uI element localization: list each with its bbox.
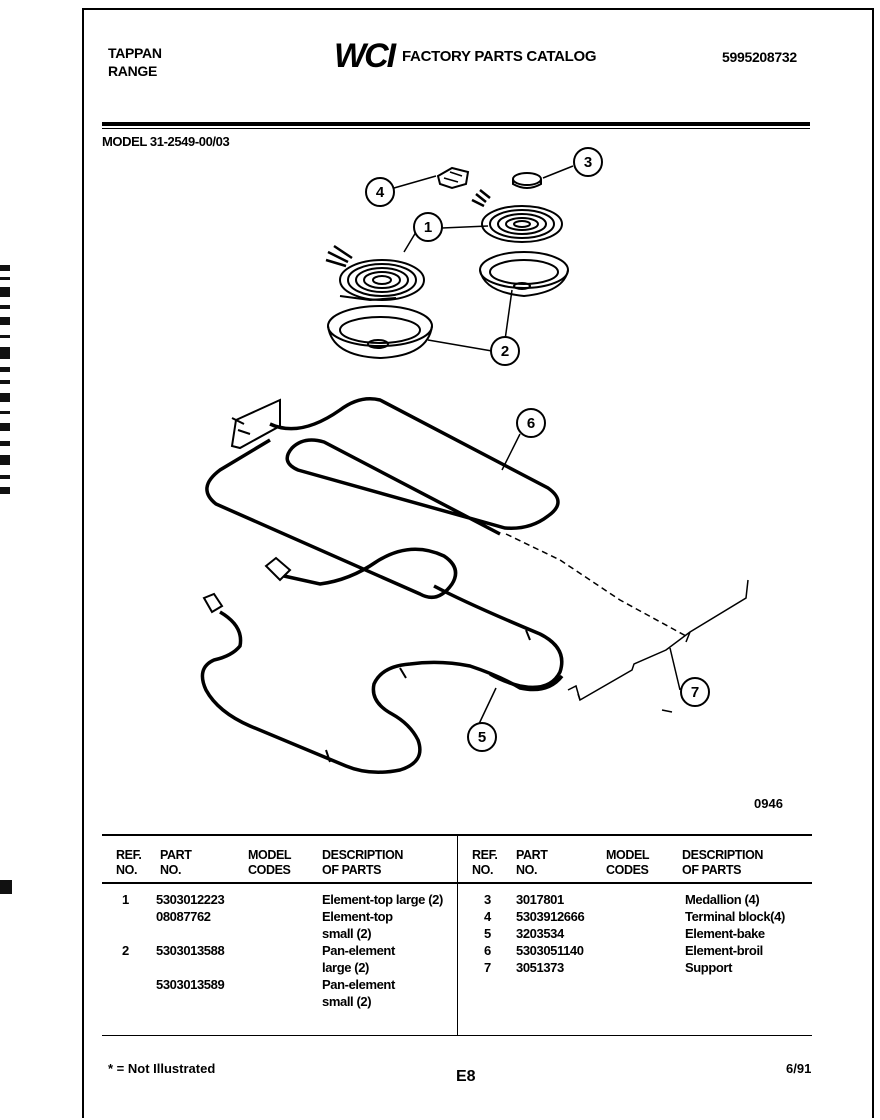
header-rule-thin [102, 128, 810, 129]
row-desc: Element-top large (2) [322, 892, 443, 907]
svg-text:6: 6 [527, 415, 535, 432]
catalog-date: 6/91 [786, 1061, 812, 1076]
row-ref: 6 [484, 943, 491, 958]
top-element-small-drawing [325, 244, 425, 302]
row-desc: small (2) [322, 994, 372, 1009]
brand-block: TAPPAN RANGE [108, 44, 162, 80]
svg-text:3: 3 [584, 154, 592, 171]
row-ref: 5 [484, 926, 491, 941]
diagram-code: 0946 [754, 796, 783, 811]
callout-6: 6 [516, 408, 546, 438]
exploded-parts-diagram: 4 3 1 2 6 7 5 [200, 147, 749, 774]
row-part: 5303013588 [156, 943, 225, 958]
scan-artifact [0, 265, 10, 505]
header-rule [102, 122, 810, 126]
row-desc: small (2) [322, 926, 372, 941]
row-part: 3017801 [516, 892, 564, 907]
row-ref: 3 [484, 892, 491, 907]
row-ref: 7 [484, 960, 491, 975]
pan-element-right-drawing [479, 251, 569, 298]
top-element-large-drawing [471, 189, 563, 243]
row-ref: 4 [484, 909, 491, 924]
svg-text:4: 4 [376, 184, 385, 201]
row-desc: Terminal block(4) [685, 909, 785, 924]
bake-element-drawing [200, 610, 564, 774]
model-number: MODEL 31-2549-00/03 [102, 134, 230, 149]
broil-element-drawing [205, 397, 564, 690]
pan-element-left-drawing [327, 305, 433, 360]
terminal-block-drawing [436, 166, 470, 190]
row-desc: Support [685, 960, 733, 975]
row-ref: 1 [122, 892, 129, 907]
scan-artifact-lower [0, 880, 12, 894]
page-frame [82, 8, 874, 1118]
row-desc: Element-top [322, 909, 393, 924]
row-desc: Pan-element [322, 977, 395, 992]
header-ref-no-right: REF.NO. [472, 848, 498, 877]
brand-name: TAPPAN [108, 45, 162, 61]
row-ref: 2 [122, 943, 129, 958]
row-part: 5303912666 [516, 909, 585, 924]
page-number: E8 [456, 1068, 476, 1085]
svg-text:1: 1 [424, 219, 432, 236]
row-part: 5303013589 [156, 977, 225, 992]
table-column-divider [457, 836, 458, 1036]
callout-3: 3 [573, 147, 603, 177]
row-desc: Medallion (4) [685, 892, 760, 907]
wci-logo: WCI [334, 37, 396, 75]
medallion-drawing [512, 172, 542, 189]
callout-7: 7 [680, 677, 710, 707]
row-desc: Element-broil [685, 943, 763, 958]
svg-text:7: 7 [691, 684, 699, 701]
row-part: 5303012223 [156, 892, 225, 907]
catalog-title: FACTORY PARTS CATALOG [402, 48, 597, 65]
product-type: RANGE [108, 63, 158, 79]
row-part: 5303051140 [516, 943, 584, 958]
not-illustrated-note: * = Not Illustrated [108, 1061, 216, 1076]
callout-1: 1 [413, 212, 443, 242]
row-desc: Element-bake [685, 926, 765, 941]
svg-text:2: 2 [501, 343, 509, 360]
row-part: 3203534 [516, 926, 564, 941]
callout-4: 4 [365, 177, 395, 207]
callout-5: 5 [467, 722, 497, 752]
row-desc: Pan-element [322, 943, 395, 958]
table-top-rule [102, 834, 812, 836]
support-drawing [505, 533, 749, 702]
header-ref-no: REF.NO. [116, 848, 142, 877]
row-part: 3051373 [516, 960, 564, 975]
row-desc: large (2) [322, 960, 369, 975]
row-part: 08087762 [156, 909, 211, 924]
callout-2: 2 [490, 336, 520, 366]
svg-text:5: 5 [478, 729, 486, 746]
page-frame-right [872, 8, 874, 1118]
catalog-number: 5995208732 [722, 49, 797, 65]
